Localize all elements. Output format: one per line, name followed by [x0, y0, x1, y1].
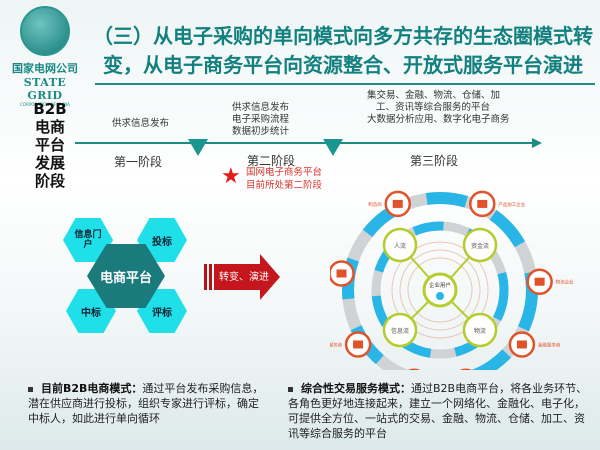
- flow-node: [462, 312, 498, 348]
- bullet: 集交易、金融、物流、仓储、加工、资讯等综合服务的平台: [367, 90, 501, 113]
- logo-en: STATE GRID: [23, 76, 67, 102]
- partner-icon: [516, 340, 527, 349]
- transition-arrow-icon: [204, 254, 280, 300]
- stage3-label: 第三阶段: [410, 154, 459, 168]
- partner-label: 制造商: [368, 201, 382, 208]
- user-icon: [436, 292, 444, 300]
- stage1-label: 第一阶段: [114, 155, 163, 169]
- partner-icon: [392, 199, 403, 208]
- footer-right-text: 通过B2B电商平台，将各业务环节、各角色更好地连接起来，建立一个网络化、金融化、…: [288, 382, 588, 440]
- title-divider: [95, 83, 595, 85]
- logo-sub: CORPORATION OF CHINA: [20, 102, 70, 107]
- inner-ring-segments: [371, 221, 509, 359]
- partner-label: 产品加工企业: [498, 201, 525, 208]
- bullet: 数据初步统计: [232, 126, 290, 137]
- footer-right-bold: 综合性交易服务模式：: [301, 382, 411, 395]
- center-node: [422, 272, 458, 308]
- stage3-bullets: 集交易、金融、物流、仓储、加工、资讯等综合服务的平台 大数据分析应用、数字化电子…: [367, 90, 517, 126]
- partner-icon: [336, 269, 347, 278]
- footer-left-text: 通过平台发布采购信息，潜在供应商进行投标，组织专家进行评标，确定中标人，如此进行…: [28, 382, 264, 425]
- stage-marker-icon: [188, 139, 208, 156]
- flow-label: 人流: [394, 242, 406, 250]
- partner-icon: [534, 277, 545, 286]
- flow-node: [382, 312, 418, 348]
- partner-icon: [477, 199, 488, 208]
- partner-label: 物流企业: [556, 279, 574, 286]
- bullet: 供求信息发布: [112, 118, 170, 129]
- ripple-ring: [407, 257, 473, 323]
- center-label: 企业用户: [429, 281, 451, 289]
- arrow-label: 转变、演进: [219, 272, 269, 283]
- footer-right: 综合性交易服务模式：通过B2B电商平台，将各业务环节、各角色更好地连接起来，建立…: [288, 381, 593, 441]
- bullet: 电子采购流程: [232, 114, 290, 125]
- bullet-square-icon: [288, 386, 293, 392]
- flow-label: 物流: [474, 327, 486, 335]
- timeline: [75, 142, 535, 144]
- bullet-square-icon: [28, 386, 33, 392]
- flow-node: [462, 227, 498, 263]
- page-title: （三）从电子采购的单向模式向多方共存的生态圈模式转变，从电子商务平台向资源整合、…: [93, 24, 593, 77]
- partner-label: 金融服务商: [538, 341, 561, 348]
- bullet: 供求信息发布: [232, 102, 290, 113]
- footer-left-bold: 目前B2B电商模式：: [41, 382, 143, 395]
- bullet: 大数据分析应用、数字化电子商务: [367, 114, 510, 125]
- flow-node: [382, 227, 418, 263]
- ecosystem-diagram: 人流资金流信息流物流企业用户制造商产品加工企业物流企业金融服务商分销商其他相关企…: [330, 190, 574, 370]
- partner-icon: [353, 340, 364, 349]
- ripple-ring: [399, 249, 481, 331]
- logo-cn: 国家电网公司: [12, 62, 78, 75]
- stage-marker-icon: [323, 139, 343, 156]
- note-line: 目前所处第二阶段: [246, 180, 323, 191]
- stage1-bullets: 供求信息发布: [112, 118, 169, 130]
- timeline-arrow-icon: [532, 138, 542, 148]
- flow-label: 资金流: [471, 242, 489, 250]
- stage2-bullets: 供求信息发布 电子采购流程 数据初步统计: [232, 102, 289, 138]
- globe-icon: [20, 6, 70, 56]
- flow-label: 信息流: [391, 327, 409, 335]
- star-icon: ★: [221, 164, 241, 189]
- current-stage-note: 国网电子商务平台 目前所处第二阶段: [246, 166, 322, 192]
- stage2-label: 第二阶段: [247, 154, 296, 168]
- ripple-ring: [391, 241, 489, 339]
- footer-left: 目前B2B电商模式：通过平台发布采购信息，潜在供应商进行投标，组织专家进行评标，…: [28, 381, 268, 426]
- side-label: B2B电商平台发展阶段: [33, 100, 67, 190]
- state-grid-logo: 国家电网公司 STATE GRID CORPORATION OF CHINA: [4, 6, 86, 107]
- note-line: 国网电子商务平台: [246, 167, 323, 178]
- partner-label: 技术服务商: [330, 341, 343, 348]
